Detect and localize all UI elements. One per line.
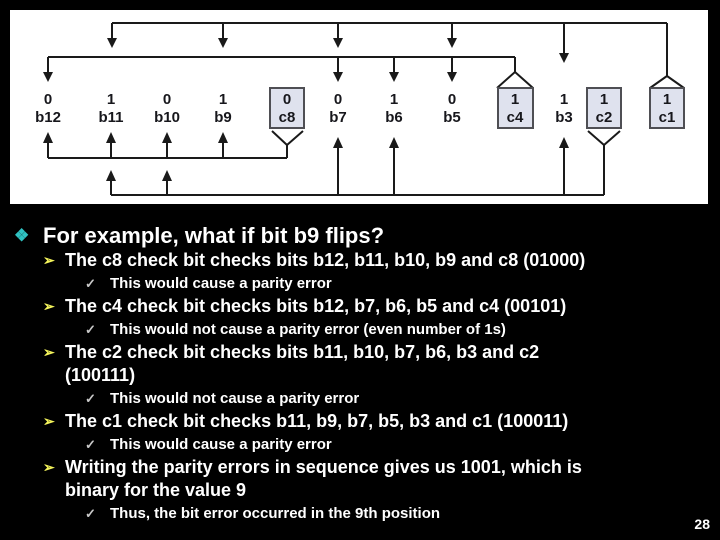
bit-label: b10 xyxy=(154,109,180,126)
hamming-code-diagram: 0 b12 1 b11 0 b10 1 b9 0 c8 0 b7 1 b6 0 … xyxy=(0,0,720,212)
bit-label: b5 xyxy=(443,109,461,126)
bit-value: 1 xyxy=(663,91,671,108)
bit-value: 1 xyxy=(219,91,227,108)
arrowhead-bullet-icon: ➢ xyxy=(43,252,55,268)
bit-value: 0 xyxy=(448,91,456,108)
bullet-item-text: Writing the parity errors in sequence gi… xyxy=(65,457,582,477)
bullet-item-c2: ➢ The c2 check bit checks bits b11, b10,… xyxy=(0,341,720,364)
bullet-item-writing: ➢ Writing the parity errors in sequence … xyxy=(0,456,720,479)
bullet-item-text: The c2 check bit checks bits b11, b10, b… xyxy=(65,342,540,362)
check-item: ✓ This would cause a parity error xyxy=(0,272,720,295)
hamming-code-svg: 0 b12 1 b11 0 b10 1 b9 0 c8 0 b7 1 b6 0 … xyxy=(10,10,708,204)
c4-parity-line xyxy=(43,56,534,89)
bit-label: b9 xyxy=(214,109,232,126)
arrowhead-bullet-icon: ➢ xyxy=(43,298,55,314)
checkmark-bullet-icon: ✓ xyxy=(85,276,96,291)
checkmark-bullet-icon: ✓ xyxy=(85,437,96,452)
bullet-item-c8: ➢ The c8 check bit checks bits b12, b11,… xyxy=(0,249,720,272)
check-bit-box-c2 xyxy=(586,87,622,129)
slide-text-content: ❖ For example, what if bit b9 flips? ➢ T… xyxy=(0,222,720,525)
bit-value: 0 xyxy=(44,91,52,108)
check-bit-boxes xyxy=(269,87,685,129)
bit-value: 1 xyxy=(600,91,608,108)
bit-value: 1 xyxy=(560,91,568,108)
arrowhead-bullet-icon: ➢ xyxy=(43,413,55,429)
bit-label: c2 xyxy=(596,109,613,126)
diamond-bullet-icon: ❖ xyxy=(14,226,30,245)
bit-label: b12 xyxy=(35,109,61,126)
bit-label: b6 xyxy=(385,109,403,126)
bullet-item-writing-continuation: binary for the value 9 xyxy=(0,479,720,502)
check-bit-box-c8 xyxy=(269,87,305,129)
bullet-item-text: The c1 check bit checks b11, b9, b7, b5,… xyxy=(65,411,569,431)
c8-parity-line xyxy=(43,130,304,159)
check-item: ✓ This would not cause a parity error xyxy=(0,387,720,410)
bullet-item-text: The c8 check bit checks bits b12, b11, b… xyxy=(65,250,586,270)
bit-values-and-labels: 0 b12 1 b11 0 b10 1 b9 0 c8 0 b7 1 b6 0 … xyxy=(35,91,675,126)
bullet-item-text: (100111) xyxy=(65,365,136,385)
bit-value: 1 xyxy=(107,91,115,108)
c2-parity-line xyxy=(106,130,621,196)
bit-value: 0 xyxy=(283,91,291,108)
title-row: ❖ For example, what if bit b9 flips? xyxy=(0,222,720,249)
bullet-item-text: binary for the value 9 xyxy=(65,480,247,500)
bit-label: c8 xyxy=(279,109,296,126)
bit-label: b7 xyxy=(329,109,347,126)
check-item: ✓ Thus, the bit error occurred in the 9t… xyxy=(0,502,720,525)
check-item-text: This would not cause a parity error xyxy=(110,390,360,407)
check-item: ✓ This would cause a parity error xyxy=(0,433,720,456)
bit-label: c4 xyxy=(507,109,524,126)
bit-label: c1 xyxy=(659,109,676,126)
check-item-text: This would not cause a parity error (eve… xyxy=(110,321,506,338)
check-bit-box-c4 xyxy=(497,87,534,129)
slide-title: For example, what if bit b9 flips? xyxy=(43,223,385,248)
arrowhead-bullet-icon: ➢ xyxy=(43,344,55,360)
checkmark-bullet-icon: ✓ xyxy=(85,391,96,406)
page-number: 28 xyxy=(694,516,710,532)
bit-value: 1 xyxy=(390,91,398,108)
check-item: ✓ This would not cause a parity error (e… xyxy=(0,318,720,341)
c1-parity-line xyxy=(107,22,685,89)
bit-label: b11 xyxy=(98,109,123,126)
bullet-item-text: The c4 check bit checks bits b12, b7, b6… xyxy=(65,296,567,316)
bullet-item-c1: ➢ The c1 check bit checks b11, b9, b7, b… xyxy=(0,410,720,433)
checkmark-bullet-icon: ✓ xyxy=(85,506,96,521)
checkmark-bullet-icon: ✓ xyxy=(85,322,96,337)
bit-label: b3 xyxy=(555,109,573,126)
bit-value: 1 xyxy=(511,91,519,108)
arrowhead-bullet-icon: ➢ xyxy=(43,459,55,475)
check-item-text: This would cause a parity error xyxy=(110,275,332,292)
bit-value: 0 xyxy=(334,91,342,108)
bullet-item-c2-continuation: (100111) xyxy=(0,364,720,387)
bit-value: 0 xyxy=(163,91,171,108)
check-item-text: This would cause a parity error xyxy=(110,436,332,453)
check-item-text: Thus, the bit error occurred in the 9th … xyxy=(110,505,441,522)
check-bit-box-c1 xyxy=(649,87,685,129)
bullet-item-c4: ➢ The c4 check bit checks bits b12, b7, … xyxy=(0,295,720,318)
